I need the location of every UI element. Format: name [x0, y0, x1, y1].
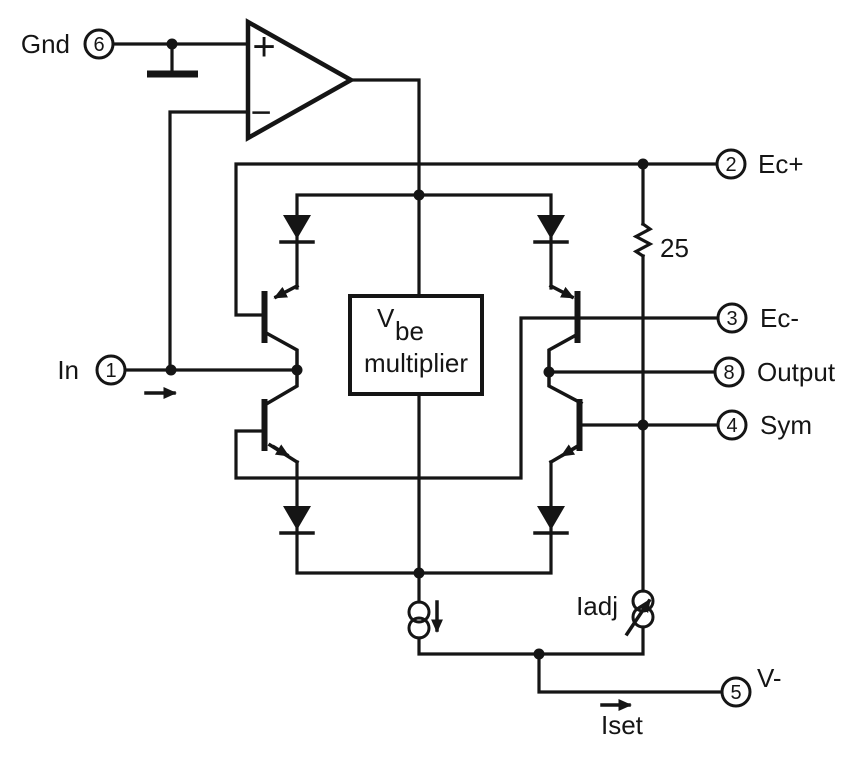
pin-circle — [716, 302, 748, 334]
diode-icon — [283, 215, 311, 239]
diode-lower-right — [533, 506, 569, 535]
pin-in: In 1 — [57, 354, 127, 386]
transistor-collector-lead — [547, 370, 584, 406]
transistor-lower-left — [261, 368, 300, 465]
current-source-icon — [407, 600, 431, 624]
diode-upper-right — [533, 215, 569, 244]
pin-ec-plus: 2 Ec+ — [715, 148, 804, 180]
wire-center-column — [417, 194, 645, 656]
adjustment-diagonal-arrow — [624, 598, 652, 637]
junction-dot — [543, 366, 555, 378]
opamp-minus-input-label: − — [250, 92, 271, 133]
opamp-plus-input-label: + — [252, 25, 275, 69]
pin-label: Gnd — [21, 29, 70, 59]
transistor-upper-left — [261, 283, 300, 372]
pin-output: 8 Output — [713, 356, 836, 388]
pin-circle — [716, 409, 748, 441]
wire-ec-plus-rail — [234, 162, 719, 317]
pin-number: 6 — [93, 34, 104, 56]
transistor-base-bar — [574, 291, 581, 343]
opamp: + − — [245, 18, 356, 142]
junction-dot — [637, 419, 649, 431]
pin-circle — [95, 354, 127, 386]
diode-icon — [537, 215, 565, 239]
iadj-label: Iadj — [576, 591, 618, 621]
opamp-triangle — [245, 18, 356, 142]
pin-ec-minus: 3 Ec- — [716, 302, 799, 334]
pin-circle — [83, 28, 115, 60]
pin-number: 4 — [726, 415, 737, 437]
pin-label: Output — [757, 357, 836, 387]
pin-number: 5 — [730, 682, 741, 704]
vbe-multiplier-block: V be multiplier — [348, 294, 484, 396]
transistor-emitter-arrow — [560, 444, 579, 458]
diode-icon — [283, 506, 311, 530]
current-source-icon — [407, 616, 431, 640]
pin-gnd: Gnd 6 — [21, 28, 115, 60]
resistor-zigzag-icon — [632, 221, 654, 259]
transistor-collector-lead — [547, 331, 581, 374]
junction-dot — [637, 158, 649, 170]
pin-number: 2 — [725, 154, 736, 176]
transistor-base-bar — [261, 291, 268, 343]
wire-opamp-output — [348, 78, 421, 198]
transistor-base-bar — [576, 399, 583, 451]
resistor-25: 25 — [632, 221, 689, 263]
current-source-bias — [407, 600, 443, 640]
adjustable-current-source-iadj: Iadj — [576, 589, 655, 637]
wire-base-interconnect-ec-minus — [234, 316, 720, 480]
pin-label: Ec+ — [758, 149, 804, 179]
pin-circle — [713, 356, 745, 388]
pin-number: 8 — [723, 362, 734, 384]
pin-label: In — [57, 355, 79, 385]
junction-dot — [413, 567, 425, 579]
transistor-emitter-arrow — [273, 283, 300, 300]
vbe-subscript-label: be — [395, 316, 424, 346]
transistor-collector-lead — [265, 331, 299, 372]
junction-dot — [291, 364, 303, 376]
vbe-multiplier-label: multiplier — [364, 348, 468, 378]
junction-dot — [165, 364, 177, 376]
resistor-value: 25 — [660, 233, 689, 263]
diode-icon — [537, 506, 565, 530]
iset-annotation: Iset — [600, 699, 644, 740]
iset-label: Iset — [601, 710, 644, 740]
diode-lower-left — [279, 506, 315, 535]
pin-circle — [715, 148, 747, 180]
transistor-collector-lead — [265, 368, 299, 406]
pin-label: Sym — [760, 410, 812, 440]
wire-feedback-minus-input — [168, 110, 250, 372]
diode-upper-left — [279, 215, 315, 244]
junction-dot — [166, 38, 178, 50]
junction-dot — [533, 648, 545, 660]
transistor-emitter-arrow — [271, 444, 290, 458]
vbe-main-label: V — [377, 303, 395, 333]
wire-v-minus — [537, 652, 724, 694]
pin-sym: 4 Sym — [716, 409, 812, 441]
pin-circle — [720, 676, 752, 708]
pin-number: 1 — [105, 360, 116, 382]
transistor-emitter-arrow — [548, 283, 575, 300]
vbe-multiplier-box — [348, 294, 484, 396]
wire-upper-diode-rail — [295, 193, 553, 290]
pin-v-minus: 5 V- — [720, 663, 782, 708]
pin-label: Ec- — [760, 303, 799, 333]
junction-dot — [413, 189, 425, 201]
pin-label: V- — [757, 663, 782, 693]
transistor-base-bar — [261, 399, 268, 451]
transistor-upper-right — [547, 283, 581, 374]
junction-dots — [165, 38, 649, 660]
transistor-lower-right — [547, 370, 584, 465]
pin-number: 3 — [726, 308, 737, 330]
